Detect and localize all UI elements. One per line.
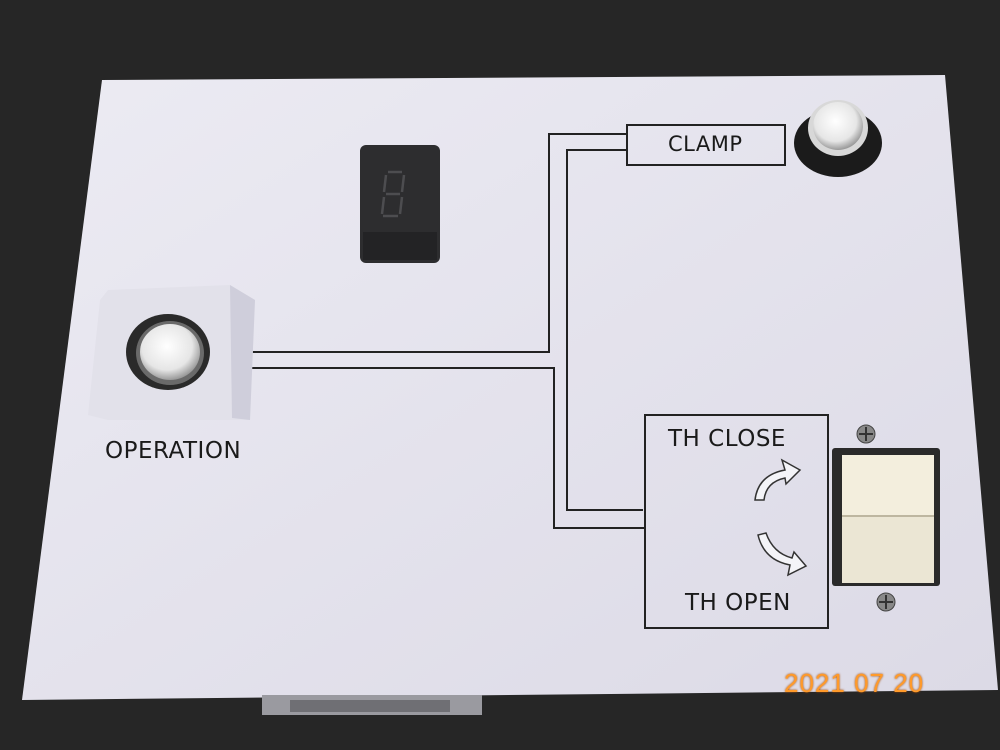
connector-pins xyxy=(290,700,450,712)
th-rocker-switch[interactable] xyxy=(832,424,940,612)
th-label-box xyxy=(644,414,829,629)
th-close-label: TH CLOSE xyxy=(668,426,786,452)
operation-button[interactable] xyxy=(88,285,255,420)
th-open-label: TH OPEN xyxy=(685,590,791,616)
clamp-button[interactable] xyxy=(794,100,882,177)
display-digit-8 xyxy=(380,170,406,218)
clamp-label: CLAMP xyxy=(668,132,743,156)
seven-segment-display xyxy=(360,145,440,263)
arrow-close-icon xyxy=(754,458,802,501)
diagram-lines xyxy=(250,133,645,529)
photo-date-stamp: 2021 07 20 xyxy=(784,668,925,698)
panel-plate xyxy=(22,75,998,700)
operation-label: OPERATION xyxy=(105,438,242,464)
arrow-open-icon xyxy=(757,532,808,577)
clamp-label-box xyxy=(626,124,786,166)
